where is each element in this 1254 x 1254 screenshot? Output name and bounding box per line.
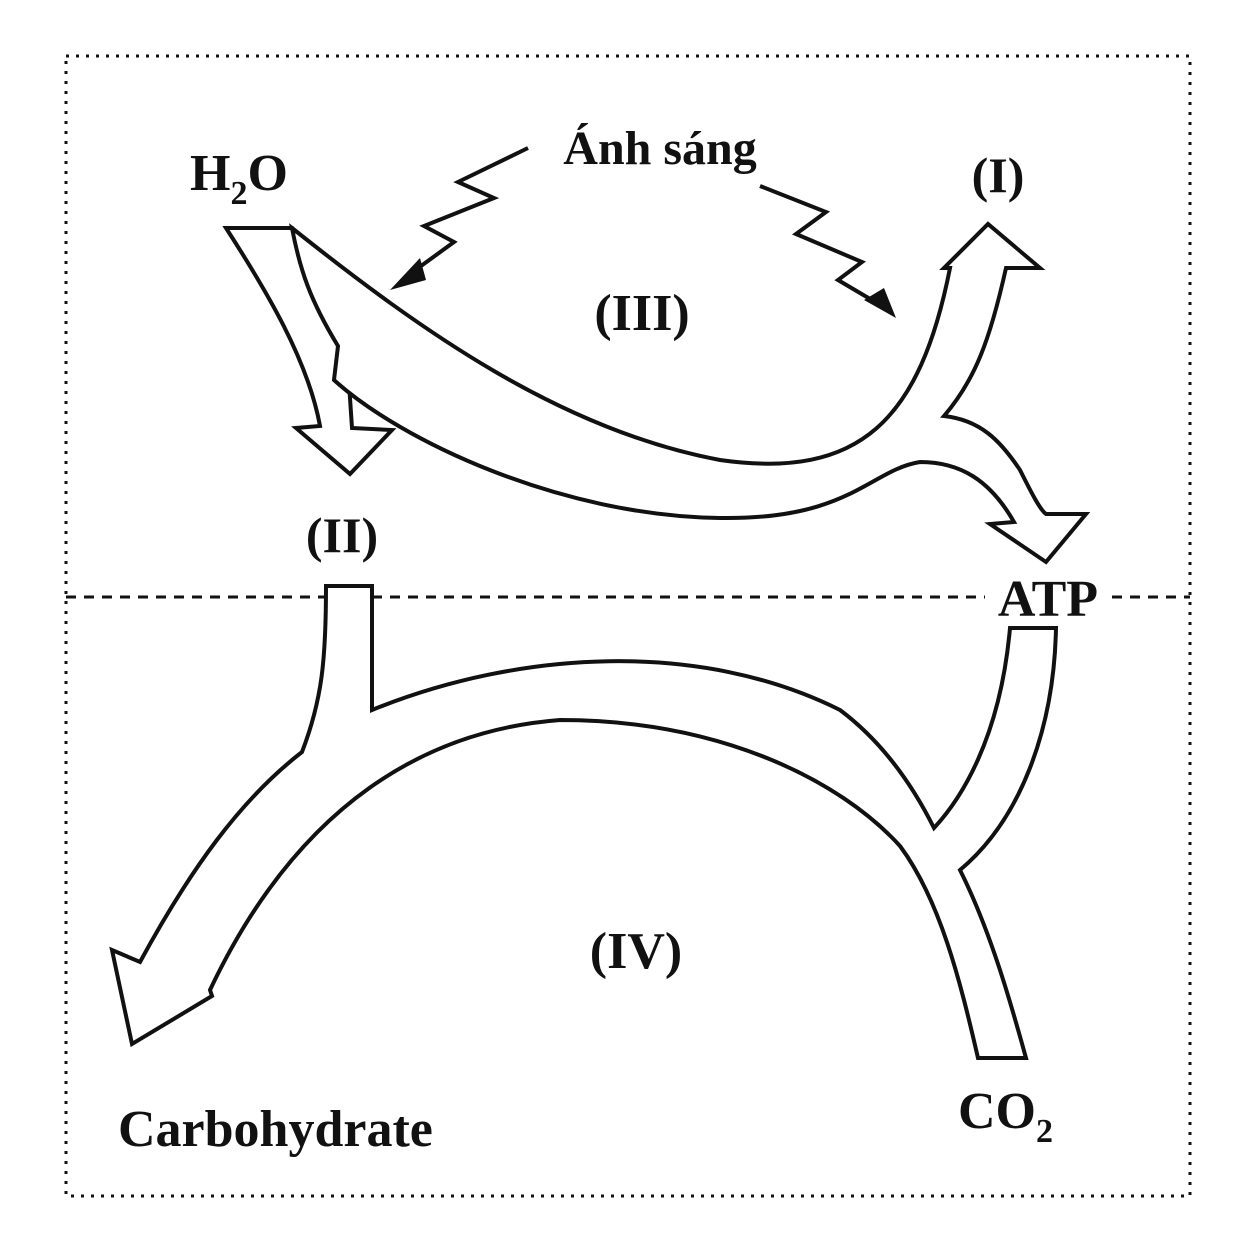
water-label: H2O <box>190 145 288 212</box>
stage-III-label: (III) <box>594 285 689 342</box>
carbohydrate-label: Carbohydrate <box>118 1101 433 1158</box>
product-II-label: (II) <box>306 507 378 563</box>
calvin-cycle-arc <box>109 584 1059 1060</box>
lightning-arrow-icon <box>390 258 426 290</box>
stage-IV-label: (IV) <box>590 923 682 980</box>
lightning-arrow-icon <box>864 288 896 318</box>
light-stage-main-arrow <box>289 221 1091 565</box>
light-label: Ánh sáng <box>563 122 756 175</box>
light-bolt-right <box>759 184 884 308</box>
light-bolt-left <box>408 146 529 276</box>
co2-label: CO2 <box>958 1083 1053 1150</box>
atp-label: ATP <box>998 571 1098 628</box>
product-I-label: (I) <box>972 147 1025 203</box>
dotted-frame <box>64 54 1192 1198</box>
